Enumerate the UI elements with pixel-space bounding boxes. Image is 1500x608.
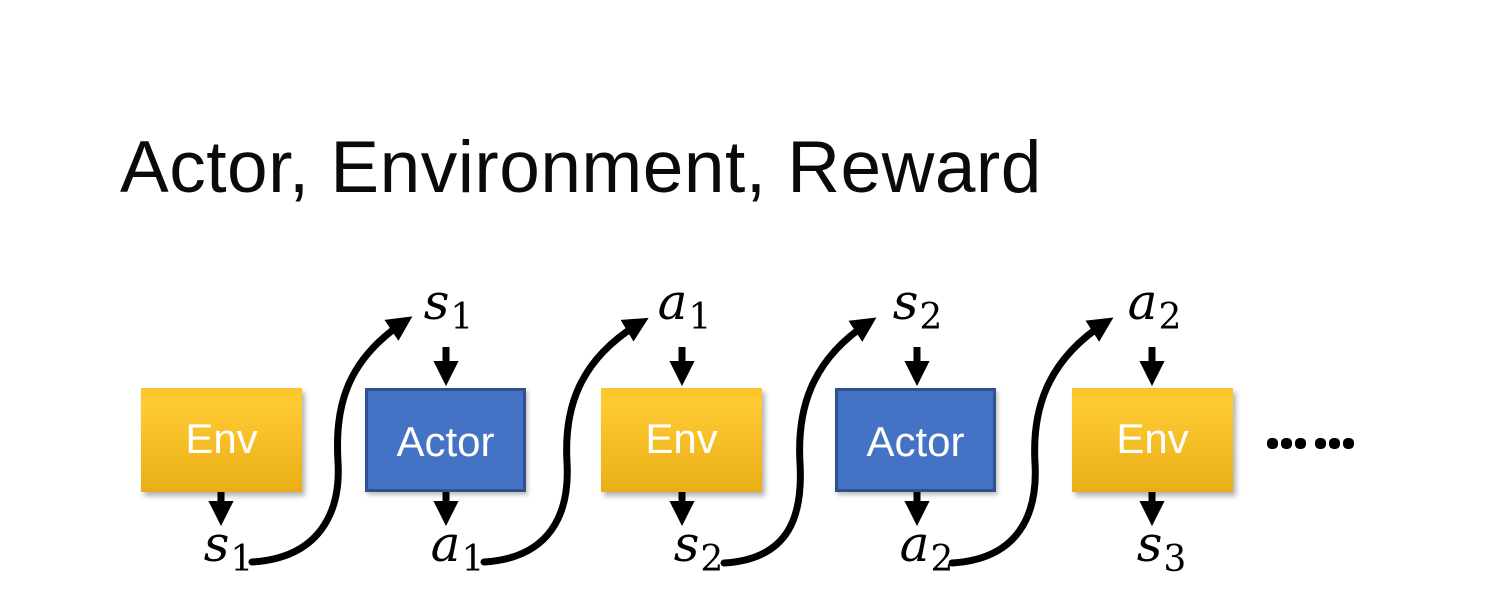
label-a2-top: a2: [1128, 277, 1182, 336]
label-subscript: 2: [700, 539, 724, 580]
actor-box-2: Actor: [835, 388, 996, 492]
env-box-2: Env: [601, 388, 762, 492]
env-box-1: Env: [141, 388, 302, 492]
actor-box-1: Actor: [365, 388, 526, 492]
ellipsis-dot: [1315, 438, 1326, 449]
ellipsis-dot: [1329, 438, 1340, 449]
slide-title: Actor, Environment, Reward: [120, 127, 1042, 208]
label-s2-bottom: s2: [674, 519, 724, 578]
label-base: a: [1127, 273, 1158, 331]
label-subscript: 1: [688, 297, 712, 338]
label-base: s: [673, 515, 700, 573]
label-subscript: 3: [1163, 539, 1187, 580]
label-base: a: [657, 273, 688, 331]
label-base: s: [892, 273, 919, 331]
label-a1-bottom: a1: [431, 519, 485, 578]
label-subscript: 1: [450, 297, 474, 338]
ellipsis-dot: [1281, 438, 1292, 449]
ellipsis-dot: [1267, 438, 1278, 449]
label-base: a: [899, 515, 930, 573]
label-subscript: 1: [461, 539, 485, 580]
ellipsis-dot: [1343, 438, 1354, 449]
label-base: a: [430, 515, 461, 573]
env-box-3: Env: [1072, 388, 1233, 492]
label-subscript: 2: [1158, 297, 1182, 338]
label-base: s: [423, 273, 450, 331]
label-subscript: 2: [919, 297, 943, 338]
label-s3-bottom: s3: [1137, 519, 1187, 578]
ellipsis-dots: [1267, 438, 1357, 449]
label-base: s: [203, 515, 230, 573]
label-s2-top: s2: [893, 277, 943, 336]
label-subscript: 2: [930, 539, 954, 580]
label-s1-top: s1: [424, 277, 474, 336]
label-a2-bottom: a2: [900, 519, 954, 578]
label-subscript: 1: [230, 539, 254, 580]
label-a1-top: a1: [658, 277, 712, 336]
label-s1-bottom: s1: [204, 519, 254, 578]
label-base: s: [1136, 515, 1163, 573]
ellipsis-dot: [1295, 438, 1306, 449]
